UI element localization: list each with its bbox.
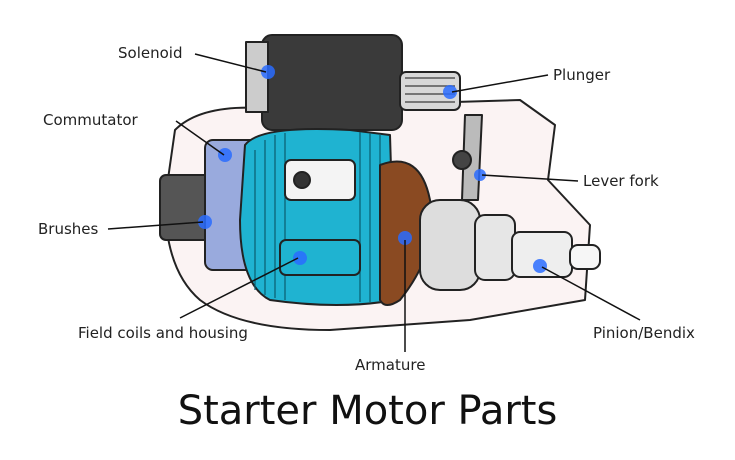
solenoid [261,34,403,131]
label-armature: Armature [355,356,426,374]
pinion-leader [541,266,641,321]
label-commutator: Commutator [43,111,138,129]
label-plunger: Plunger [553,66,611,84]
field-coils-leader [179,257,299,319]
label-brushes: Brushes [38,220,99,238]
diagram-title: Starter Motor Parts [177,388,558,434]
label-lever-fork: Lever fork [583,172,659,190]
plunger-leader [451,74,549,93]
field-coils [239,128,396,306]
lever-fork-leader [481,174,579,182]
label-field-coils: Field coils and housing [78,324,248,342]
brushes-leader [107,221,204,230]
commutator-leader [175,120,225,156]
label-solenoid: Solenoid [118,44,183,62]
solenoid-leader [194,53,267,73]
label-pinion: Pinion/Bendix [593,324,695,342]
